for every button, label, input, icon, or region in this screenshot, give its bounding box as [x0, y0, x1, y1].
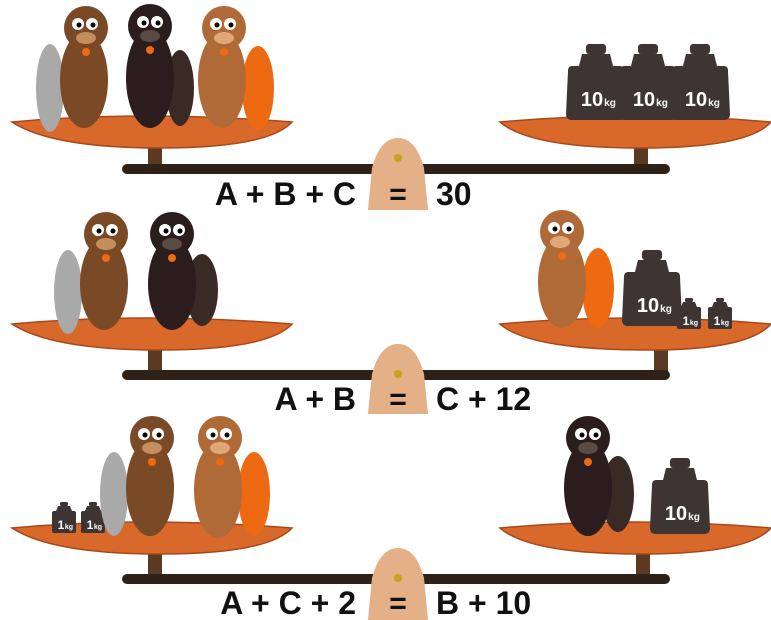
- beaver-a-figure: [100, 416, 174, 536]
- beaver-head: [84, 212, 128, 256]
- fulcrum: [368, 138, 428, 210]
- left-tray: [9, 317, 294, 351]
- beaver-head: [566, 416, 610, 460]
- beaver-head: [198, 416, 242, 460]
- weight-10kg: 10 kg: [618, 44, 678, 120]
- equals-sign: =: [389, 587, 407, 620]
- beaver-body: [198, 32, 246, 128]
- svg-text:kg: kg: [660, 304, 672, 315]
- beaver-tail-orange: [238, 452, 270, 536]
- weight-10kg: 10 kg: [650, 458, 710, 534]
- bowtie-icon: [558, 252, 566, 260]
- scale-2: 10 kg 1 kg 1 kg A + B = C + 12: [9, 210, 771, 417]
- beaver-body: [80, 238, 128, 330]
- equals-sign: =: [389, 178, 407, 211]
- beaver-b-figure: [148, 212, 218, 330]
- beaver-head: [202, 6, 246, 50]
- fulcrum-pin: [394, 154, 402, 162]
- beaver-c-figure: [538, 210, 614, 328]
- svg-text:kg: kg: [65, 524, 73, 531]
- bowtie-icon: [82, 48, 90, 56]
- right-tray: [498, 521, 771, 555]
- beaver-body: [126, 28, 174, 128]
- fulcrum: [368, 548, 428, 620]
- beaver-head: [130, 416, 174, 460]
- svg-text:10: 10: [637, 295, 659, 317]
- beaver-head: [150, 212, 194, 256]
- beaver-body: [126, 440, 174, 536]
- svg-text:1: 1: [683, 314, 690, 328]
- svg-text:10: 10: [685, 89, 707, 111]
- equation-right: 30: [436, 176, 472, 212]
- svg-text:kg: kg: [656, 98, 668, 109]
- svg-text:1: 1: [714, 314, 721, 328]
- bowtie-icon: [584, 458, 592, 466]
- weight-10kg: 10 kg: [566, 44, 626, 120]
- svg-text:10: 10: [665, 503, 687, 525]
- beaver-b-figure: [126, 4, 194, 128]
- beaver-c-figure: [198, 6, 274, 130]
- bowtie-icon: [216, 458, 224, 466]
- svg-text:kg: kg: [94, 524, 102, 531]
- beaver-a-figure: [54, 212, 128, 334]
- beaver-head: [64, 6, 108, 50]
- beaver-tail-grey: [100, 452, 128, 536]
- weight-1kg: 1 kg: [708, 298, 732, 329]
- weight-10kg: 10 kg: [670, 44, 730, 120]
- equation-left: A + C + 2: [220, 585, 356, 620]
- beaver-body: [564, 440, 612, 536]
- beaver-c-figure: [194, 416, 270, 538]
- beaver-tail-grey: [36, 44, 64, 132]
- svg-text:kg: kg: [604, 98, 616, 109]
- scale-3: 1 kg 1 kg: [9, 416, 771, 620]
- bowtie-icon: [102, 254, 110, 262]
- beaver-head: [128, 4, 172, 48]
- right-tray: [498, 115, 771, 149]
- beaver-body: [148, 238, 196, 330]
- equation-left: A + B + C: [215, 176, 356, 212]
- weight-1kg: 1 kg: [81, 502, 105, 533]
- beaver-body: [60, 32, 108, 128]
- fulcrum-pin: [394, 370, 402, 378]
- weight-10kg: 10 kg: [622, 250, 682, 326]
- equals-sign: =: [389, 383, 407, 416]
- beaver-a-figure: [36, 6, 108, 132]
- weight-1kg: 1 kg: [677, 298, 701, 329]
- svg-text:kg: kg: [708, 98, 720, 109]
- fulcrum-pin: [394, 574, 402, 582]
- svg-text:1: 1: [58, 518, 65, 532]
- svg-text:10: 10: [581, 89, 603, 111]
- bowtie-icon: [220, 48, 228, 56]
- weight-1kg: 1 kg: [52, 502, 76, 533]
- svg-text:kg: kg: [690, 320, 698, 327]
- bowtie-icon: [146, 46, 154, 54]
- beaver-tail-grey: [54, 250, 82, 334]
- equation-right: C + 12: [436, 381, 531, 417]
- equation-left: A + B: [275, 381, 357, 417]
- beaver-tail-orange: [242, 46, 274, 130]
- scale-1: 10 kg 10 kg 10 kg A + B + C = 30: [9, 4, 771, 212]
- svg-text:1: 1: [87, 518, 94, 532]
- beaver-body: [538, 236, 586, 328]
- svg-text:10: 10: [633, 89, 655, 111]
- bowtie-icon: [168, 254, 176, 262]
- beaver-b-figure: [564, 416, 634, 536]
- bowtie-icon: [148, 458, 156, 466]
- svg-text:kg: kg: [688, 512, 700, 523]
- svg-text:kg: kg: [721, 320, 729, 327]
- equation-right: B + 10: [436, 585, 531, 620]
- beaver-body: [194, 442, 242, 538]
- fulcrum: [368, 344, 428, 414]
- beaver-tail-orange: [582, 248, 614, 328]
